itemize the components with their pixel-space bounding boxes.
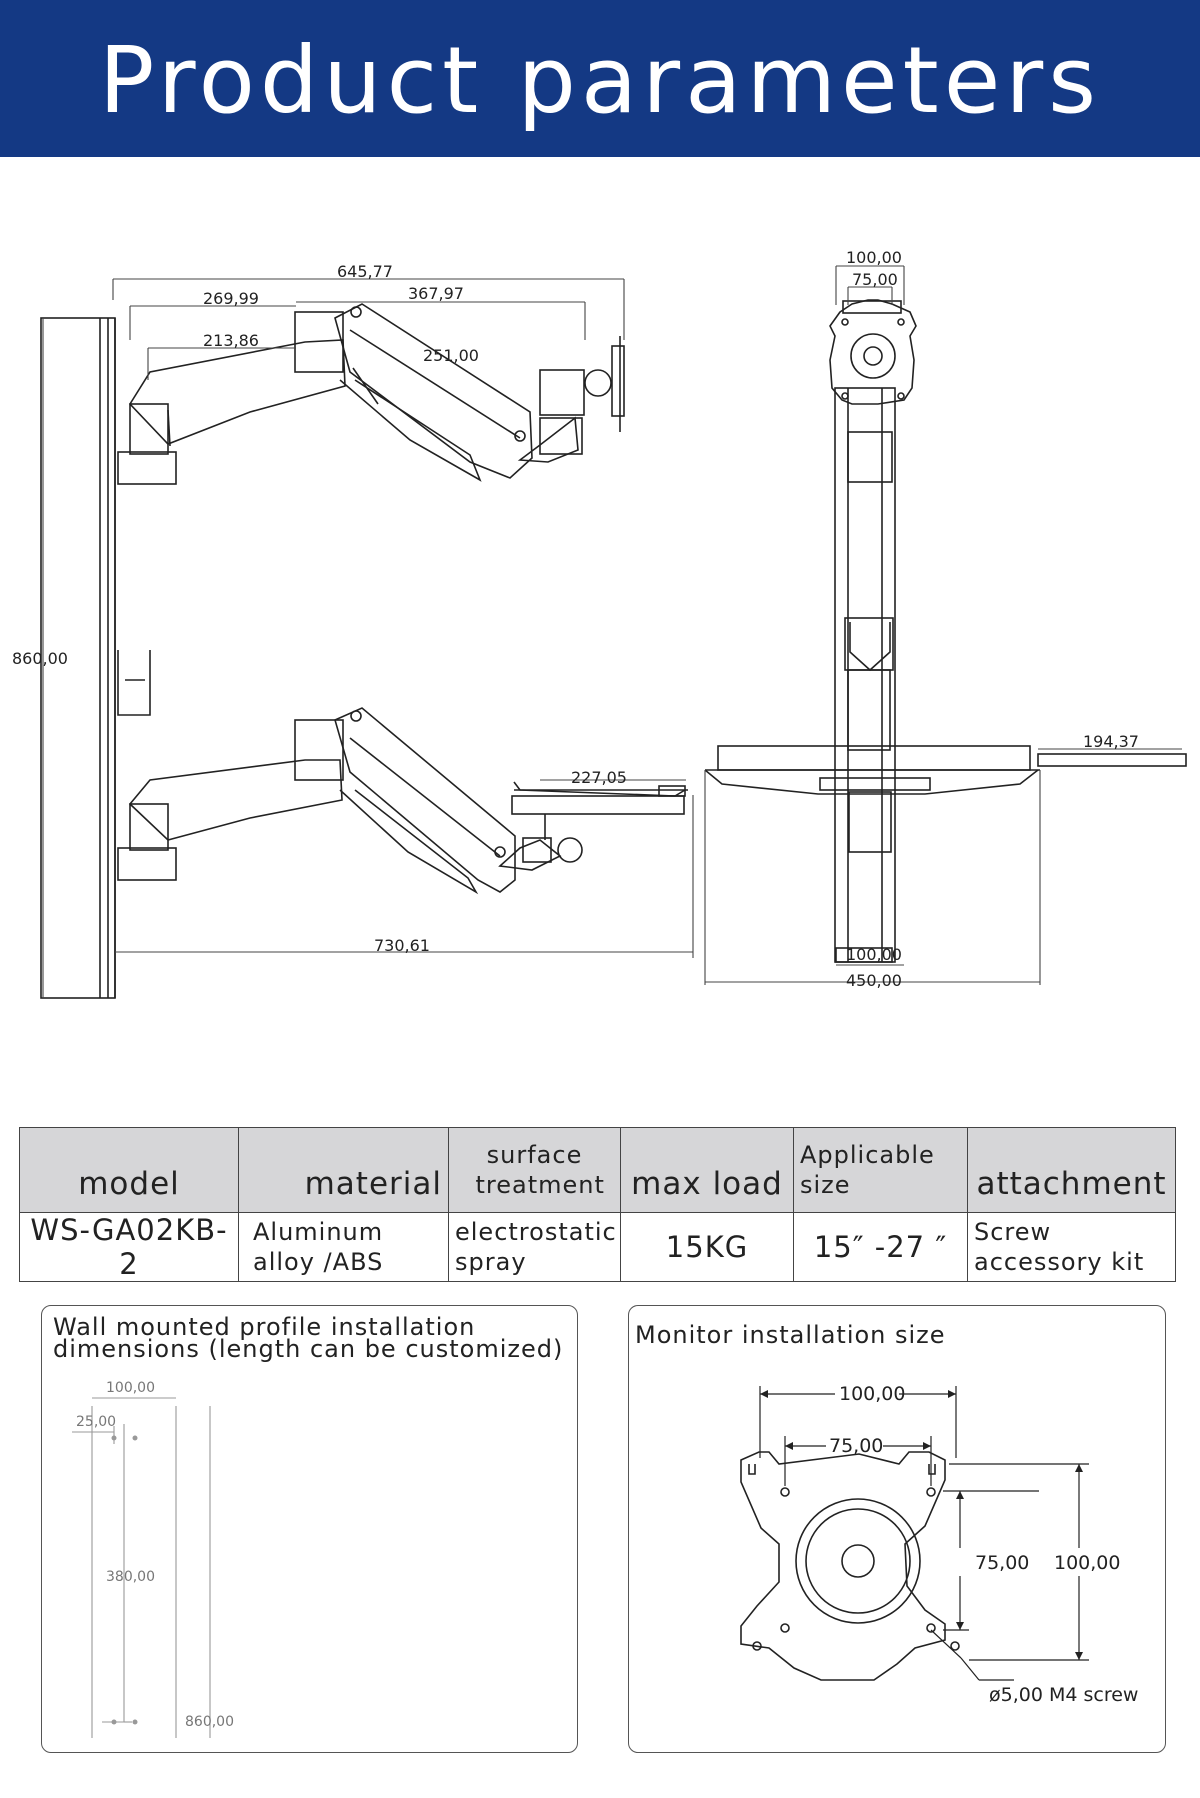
dim-tray-width: 450,00: [846, 971, 902, 990]
profile-dim-860: 860,00: [185, 1714, 234, 1730]
profile-panel: Wall mounted profile installation dimens…: [41, 1305, 578, 1753]
table-header-row: model material surface treatment max loa…: [19, 1127, 1176, 1213]
cell-attachment: Screw accessory kit: [967, 1212, 1176, 1282]
dim-upper-213: 213,86: [203, 331, 259, 350]
monitor-dim-75-v: 75,00: [975, 1552, 1029, 1574]
dim-upper-269: 269,99: [203, 289, 259, 308]
profile-dim-100: 100,00: [106, 1380, 155, 1396]
dim-lower-reach: 730,61: [374, 936, 430, 955]
dim-height-860: 860,00: [12, 649, 68, 668]
header-max-load: max load: [620, 1127, 794, 1213]
front-view: [704, 299, 1187, 963]
monitor-dim-75-h: 75,00: [829, 1435, 883, 1457]
profile-panel-title-line2: dimensions (length can be customized): [53, 1335, 564, 1363]
monitor-dim-100-h: 100,00: [839, 1383, 905, 1405]
cell-model: WS-GA02KB-2: [19, 1212, 239, 1282]
profile-dim-380: 380,00: [106, 1569, 155, 1585]
side-view: [40, 303, 688, 999]
cell-max-load: 15KG: [620, 1212, 794, 1282]
header-model: model: [19, 1127, 239, 1213]
upper-arm: [117, 303, 625, 485]
dim-tray-227: 227,05: [571, 768, 627, 787]
screw-label: ø5,00 M4 screw: [989, 1684, 1138, 1706]
lower-arm: [117, 707, 688, 895]
dim-vesa-100: 100,00: [846, 248, 902, 267]
dim-total-reach: 645,77: [337, 262, 393, 281]
dimension-lines: [42, 265, 1182, 998]
page-title: Product parameters: [98, 27, 1102, 134]
monitor-dim-100-v: 100,00: [1054, 1552, 1120, 1574]
dim-profile-width: 100,00: [846, 945, 902, 964]
dim-upper-367: 367,97: [408, 284, 464, 303]
monitor-panel: Monitor installation size: [628, 1305, 1166, 1753]
header-banner: Product parameters: [0, 0, 1200, 157]
header-applicable-size: Applicable size: [793, 1127, 968, 1213]
profile-drawing: 100,00 25,00 380,00 860,00: [72, 1380, 234, 1738]
monitor-panel-title: Monitor installation size: [635, 1321, 946, 1349]
header-attachment: attachment: [967, 1127, 1176, 1213]
vesa-drawing: 100,00 75,00 75,00 100,00 ø5,00 M4 screw: [740, 1383, 1138, 1706]
dim-vesa-75: 75,00: [852, 270, 898, 289]
profile-dim-25: 25,00: [76, 1414, 116, 1430]
dim-tray-194: 194,37: [1083, 732, 1139, 751]
spec-table: model material surface treatment max loa…: [19, 1127, 1176, 1282]
cable-hook: [117, 650, 151, 716]
header-material: material: [238, 1127, 449, 1213]
dim-arm-251: 251,00: [423, 346, 479, 365]
cell-material: Aluminum alloy /ABS: [238, 1212, 449, 1282]
cell-applicable-size: 15″ -27 ″: [793, 1212, 968, 1282]
header-surface-treatment: surface treatment: [448, 1127, 621, 1213]
table-row: WS-GA02KB-2 Aluminum alloy /ABS electros…: [19, 1212, 1176, 1282]
cell-surface-treatment: electrostatic spray: [448, 1212, 621, 1282]
profile-panel-title-line1: Wall mounted profile installation: [53, 1313, 476, 1341]
